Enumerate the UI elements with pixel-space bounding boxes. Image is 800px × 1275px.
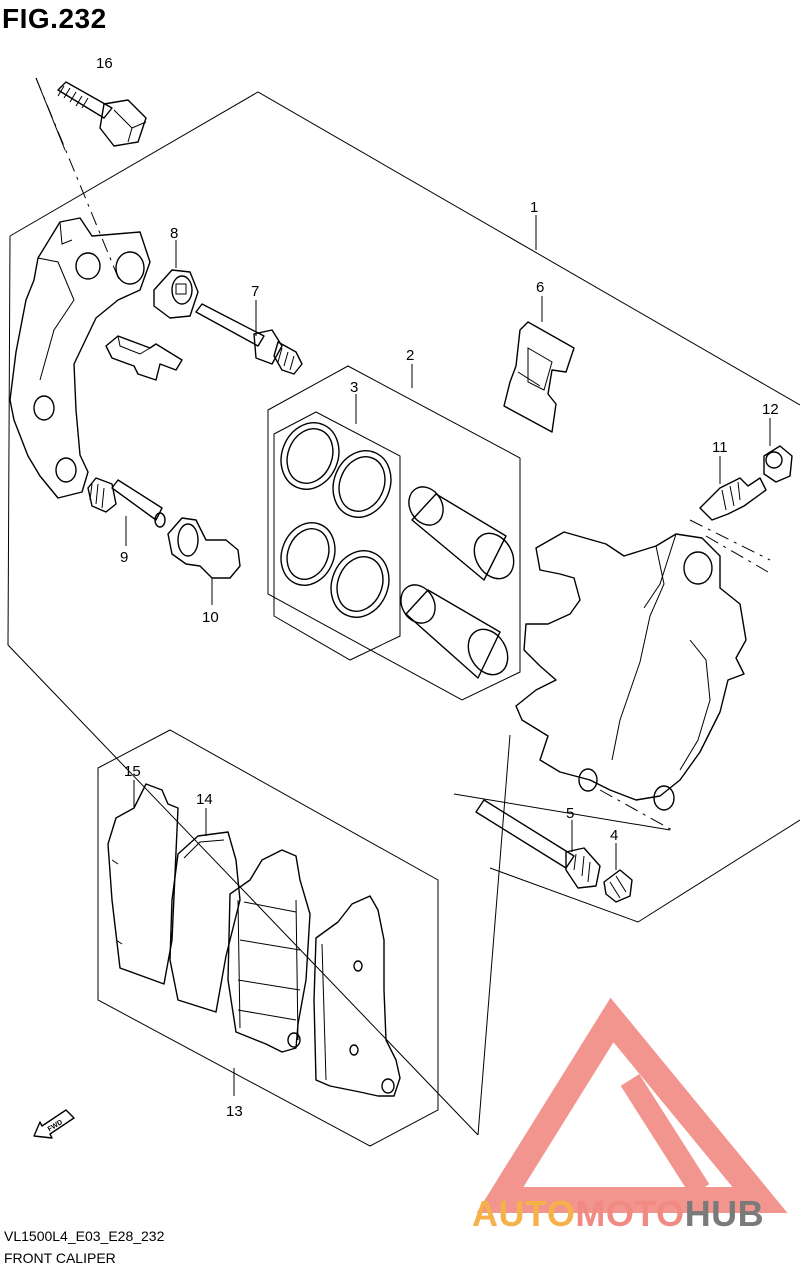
- bleeder-valve[interactable]: [699, 477, 767, 521]
- callout-5: 5: [566, 805, 574, 822]
- callout-7: 7: [251, 283, 259, 300]
- brand-auto: AUTO: [472, 1193, 576, 1234]
- figure-name: FRONT CALIPER: [4, 1250, 116, 1266]
- pad-set-frame: [97, 729, 439, 1147]
- bleeder-cap[interactable]: [763, 445, 793, 483]
- pad-shim-inner[interactable]: [169, 831, 241, 1013]
- callout-13: 13: [226, 1103, 243, 1120]
- slide-pin-upper[interactable]: [195, 303, 303, 375]
- callout-9: 9: [120, 549, 128, 566]
- slide-pin-boot[interactable]: [167, 517, 241, 579]
- callout-8: 8: [170, 225, 178, 242]
- pad-shim-outer[interactable]: [107, 783, 179, 985]
- callout-11: 11: [712, 439, 728, 456]
- pin-boot-bushing[interactable]: [153, 269, 199, 319]
- caliper-pistons[interactable]: [394, 481, 521, 682]
- model-code: VL1500L4_E03_E28_232: [4, 1228, 165, 1244]
- callout-2: 2: [406, 347, 414, 364]
- automotohub-logo: [476, 997, 788, 1213]
- callout-15: 15: [124, 763, 141, 780]
- bracket-bolt[interactable]: [57, 81, 147, 147]
- pad-pin[interactable]: [475, 799, 601, 889]
- figure-title: FIG.232: [2, 3, 107, 34]
- pad-spring-clip[interactable]: [105, 335, 183, 381]
- seal-kit-frame: [267, 365, 521, 701]
- brand-wordmark: AUTOMOTOHUB: [472, 1193, 764, 1235]
- callout-4: 4: [610, 827, 618, 844]
- callout-6: 6: [536, 279, 544, 296]
- seal-set-frame: [273, 411, 401, 661]
- brand-moto: MOTO: [575, 1193, 685, 1234]
- callout-12: 12: [762, 401, 779, 418]
- slide-pin-lower[interactable]: [87, 477, 166, 528]
- caliper-body[interactable]: [515, 531, 747, 811]
- callout-1: 1: [530, 199, 538, 216]
- callout-labels: 1 2 3 4 5 6 7 8 9 10 11 12 13 14 15 16: [96, 55, 779, 1120]
- pad-pin-plug[interactable]: [603, 869, 633, 903]
- brand-hub: HUB: [684, 1193, 765, 1234]
- piston-seals[interactable]: [271, 414, 400, 626]
- brake-pad-a[interactable]: [227, 849, 311, 1053]
- callout-14: 14: [196, 791, 213, 808]
- callout-16: 16: [96, 55, 113, 72]
- callout-10: 10: [202, 609, 219, 626]
- brake-pad-b[interactable]: [313, 895, 401, 1097]
- callout-3: 3: [350, 379, 358, 396]
- caliper-bracket[interactable]: [9, 217, 151, 499]
- caliper-assembly-frame: [7, 91, 800, 1136]
- fwd-arrow-icon: FWD: [33, 1109, 75, 1139]
- pad-spring[interactable]: [503, 321, 575, 433]
